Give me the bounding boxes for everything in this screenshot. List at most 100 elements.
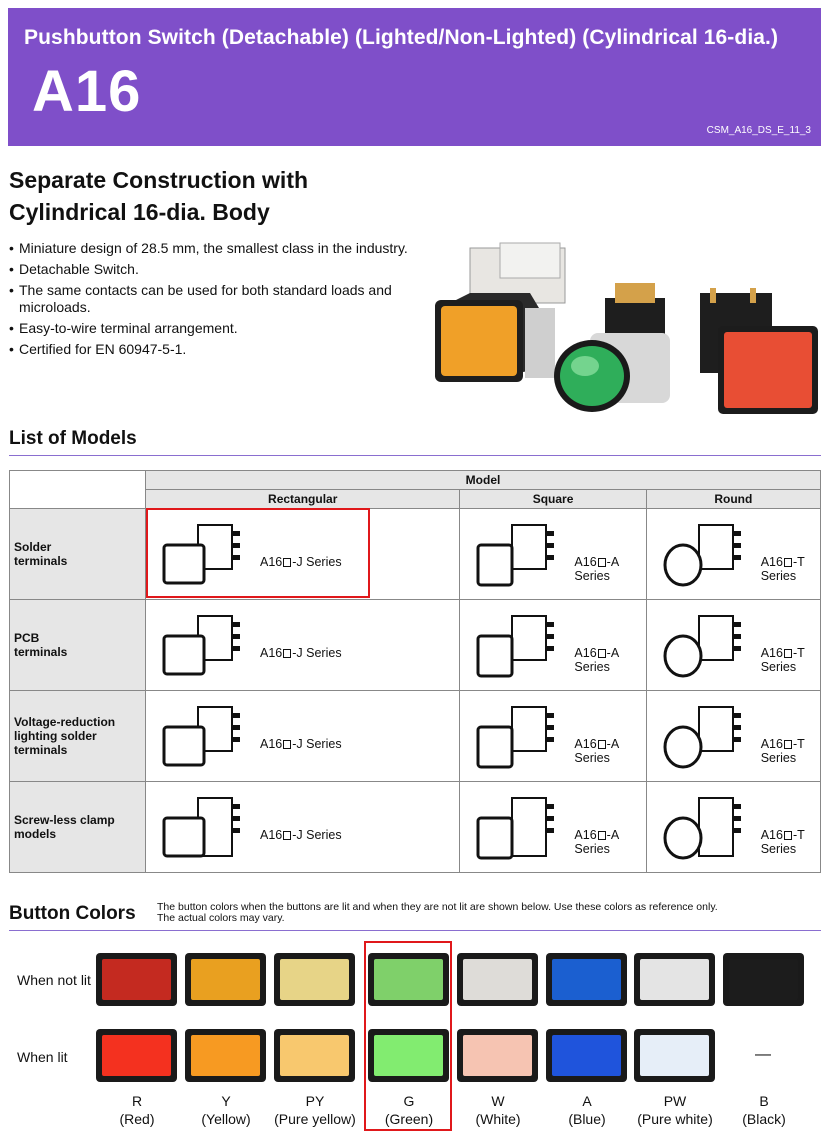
color-label-pw: PW (Pure white) [625, 1092, 725, 1128]
color-code: A [582, 1093, 592, 1109]
not-lit-label: When not lit [17, 972, 91, 988]
model-cell: A16-T Series [645, 599, 822, 691]
column-header-round: Round [645, 489, 822, 509]
placeholder-box-icon [783, 558, 792, 567]
color-name: (Yellow) [201, 1111, 251, 1127]
swatch-lens [102, 959, 171, 1000]
feature-item: Certified for EN 60947-5-1. [9, 341, 419, 358]
placeholder-box-icon [783, 740, 792, 749]
switch-line-drawing [476, 615, 555, 678]
series-label: A16 -J Series [260, 737, 342, 751]
series-label: A16-A Series [574, 646, 645, 674]
red-switch-image [700, 288, 818, 414]
color-code: R [131, 1093, 143, 1109]
swatch-lit-g [368, 1029, 449, 1082]
swatch-lit-pw [634, 1029, 715, 1082]
series-prefix: A16 [760, 737, 783, 751]
swatch-lens [374, 959, 443, 1000]
placeholder-box-icon [283, 558, 292, 567]
swatch-not-lit-py [274, 953, 355, 1006]
swatch-lit-y [185, 1029, 266, 1082]
color-name: (Pure white) [637, 1111, 713, 1127]
swatch-not-lit-y [185, 953, 266, 1006]
model-cell: A16-A Series [459, 508, 647, 600]
row-header-line: terminals [14, 743, 68, 757]
series-prefix: A16 [760, 828, 783, 842]
color-code: PW [663, 1093, 687, 1109]
series-label: A16-T Series [761, 737, 820, 765]
swatch-lens [280, 959, 349, 1000]
product-photo [435, 242, 818, 414]
color-code: B [759, 1093, 769, 1109]
note-line-1: The button colors when the buttons are l… [157, 901, 718, 913]
series-prefix: A16 [260, 737, 283, 751]
model-cell: A16-T Series [645, 508, 822, 600]
row-header-line: terminals [14, 645, 68, 659]
series-suffix: -J Series [292, 737, 342, 751]
placeholder-box-icon [283, 740, 292, 749]
no-lit-dash: — [755, 1046, 771, 1063]
swatch-lit-py [274, 1029, 355, 1082]
feature-list: Miniature design of 28.5 mm, the smalles… [9, 240, 419, 362]
switch-line-drawing [476, 706, 555, 769]
swatch-lens [463, 1035, 532, 1076]
series-suffix: -T Series [760, 737, 805, 765]
row-header-line: Solder [14, 540, 52, 554]
color-label-w: W(White) [454, 1092, 542, 1128]
color-name: (Black) [742, 1111, 786, 1127]
series-label: A16-J Series [260, 646, 342, 660]
lit-label: When lit [17, 1049, 68, 1065]
swatch-lit-r [96, 1029, 177, 1082]
switch-line-drawing [162, 797, 240, 858]
heading-line-2: Cylindrical 16-dia. Body [9, 199, 270, 225]
column-header-square: Square [459, 489, 647, 509]
feature-item: Easy-to-wire terminal arrangement. [9, 320, 419, 337]
placeholder-box-icon [283, 831, 292, 840]
section-divider [9, 455, 821, 456]
swatch-lens [191, 1035, 260, 1076]
swatch-lens [640, 1035, 709, 1076]
series-label: A16-J Series [260, 828, 342, 842]
series-prefix: A16 [260, 555, 283, 569]
model-cell: A16-T Series [645, 690, 822, 782]
row-header-line: PCB [14, 631, 40, 645]
placeholder-box-icon [597, 558, 606, 567]
swatch-lens [552, 959, 621, 1000]
placeholder-box-icon [783, 831, 792, 840]
swatch-lens [463, 959, 532, 1000]
color-code: PY [305, 1093, 325, 1109]
switch-line-drawing [162, 706, 240, 767]
series-label: A16-A Series [574, 555, 645, 583]
color-name: (Green) [384, 1111, 434, 1127]
model-group-header: Model [145, 470, 821, 490]
swatch-lit-a [546, 1029, 627, 1082]
series-suffix: -J Series [292, 646, 342, 660]
model-cell: A16-A Series [459, 690, 647, 782]
placeholder-box-icon [597, 831, 606, 840]
swatch-not-lit-b [723, 953, 804, 1006]
swatch-lit-w [457, 1029, 538, 1082]
switch-line-drawing [663, 615, 741, 678]
series-prefix: A16 [574, 646, 597, 660]
switch-line-drawing [476, 524, 555, 587]
swatch-lens [552, 1035, 621, 1076]
button-colors-note: The button colors when the buttons are l… [157, 902, 797, 924]
model-cell: A16-J Series [144, 599, 461, 691]
green-color-highlight [364, 941, 452, 1131]
model-cell: A16-A Series [459, 781, 647, 873]
color-code: Y [221, 1093, 231, 1109]
series-prefix: A16 [574, 555, 597, 569]
series-suffix: -J Series [292, 555, 342, 569]
switch-line-drawing [476, 797, 555, 860]
series-suffix: -A Series [574, 828, 619, 856]
models-section-title: List of Models [9, 428, 137, 449]
switch-line-drawing [162, 524, 240, 585]
series-suffix: -T Series [760, 828, 805, 856]
swatch-lens [280, 1035, 349, 1076]
series-label: A16 -J Series [260, 555, 342, 569]
row-header-line: models [14, 827, 57, 841]
